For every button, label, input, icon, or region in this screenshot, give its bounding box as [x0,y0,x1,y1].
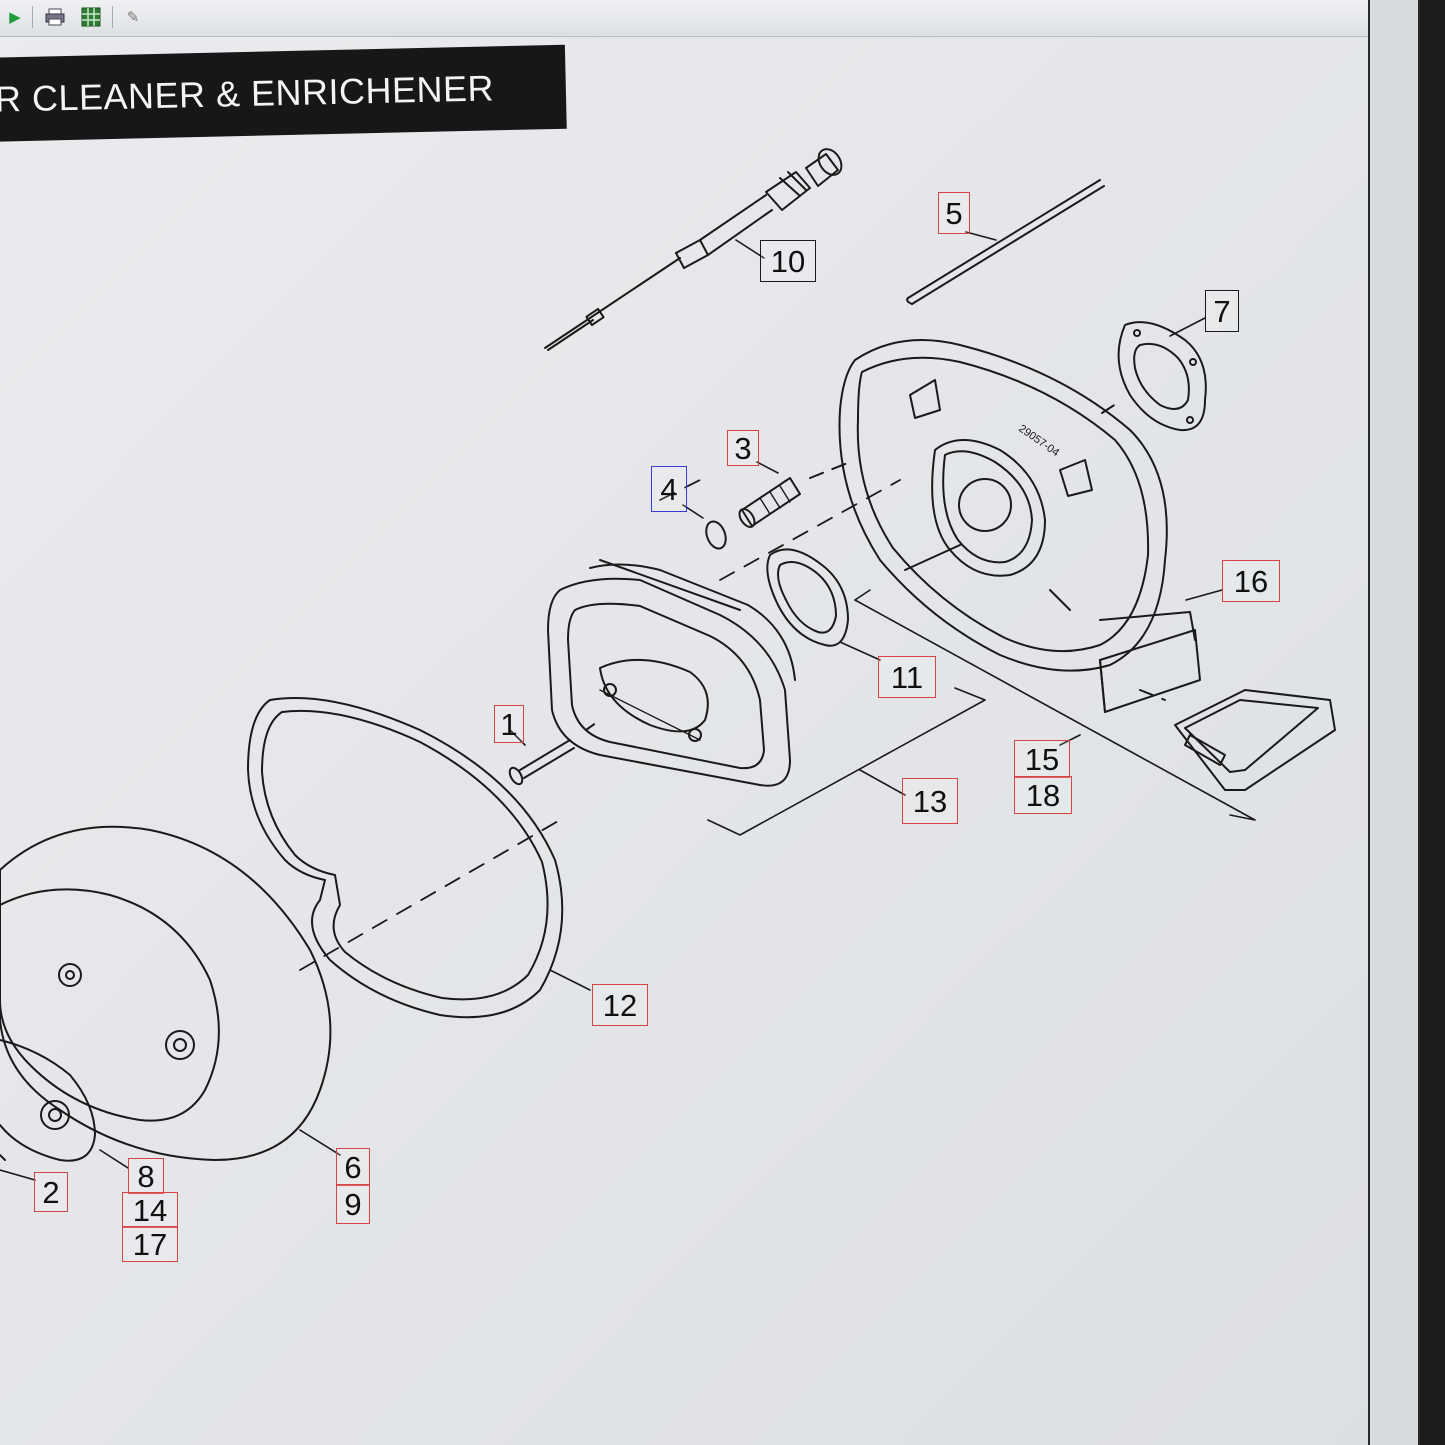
callout-18[interactable]: 18 [1014,776,1072,814]
monitor-bezel [1420,0,1445,1445]
air-cleaner-cover-part [0,825,341,1161]
callout-3[interactable]: 3 [727,430,759,466]
filter-gasket-part [766,548,881,661]
window-border-line [1368,0,1370,1445]
part-stamp: 29057-04 [1016,423,1061,460]
callout-14[interactable]: 14 [122,1192,178,1228]
callout-1[interactable]: 1 [494,705,524,743]
vent-hose-part [906,179,1105,305]
backplate-part [838,339,1223,713]
callout-5[interactable]: 5 [938,192,970,234]
callout-13[interactable]: 13 [902,778,958,824]
breather-bolt-part [738,461,851,528]
cover-insert-part [0,1039,129,1181]
callout-10[interactable]: 10 [760,240,816,282]
callout-4[interactable]: 4 [651,466,687,512]
window-border [1370,0,1418,1445]
toolbar-separator [32,6,33,28]
callout-6[interactable]: 6 [336,1148,370,1186]
print-icon[interactable] [44,6,66,28]
callout-12[interactable]: 12 [592,984,648,1026]
callout-7[interactable]: 7 [1205,290,1239,332]
callout-17[interactable]: 17 [122,1226,178,1262]
callout-16[interactable]: 16 [1222,560,1280,602]
toolbar-separator [112,6,113,28]
callout-11[interactable]: 11 [878,656,936,698]
callout-9[interactable]: 9 [336,1184,370,1224]
callout-2[interactable]: 2 [34,1172,68,1212]
intake-bracket-part [1059,689,1336,791]
grid-icon[interactable] [80,6,102,28]
o-ring-part [682,504,727,550]
window-border-line [1418,0,1420,1445]
cover-seal-part [247,697,591,1019]
callout-8[interactable]: 8 [128,1158,164,1194]
air-filter-element-part [547,559,796,787]
toolbar: ▶ ✎ [0,0,1370,37]
pen-icon[interactable]: ✎ [126,9,140,26]
backplate-gasket-part [1101,317,1207,432]
callout-15[interactable]: 15 [1014,740,1070,778]
play-icon[interactable]: ▶ [9,9,21,26]
enrichener-cable-part [544,148,843,351]
